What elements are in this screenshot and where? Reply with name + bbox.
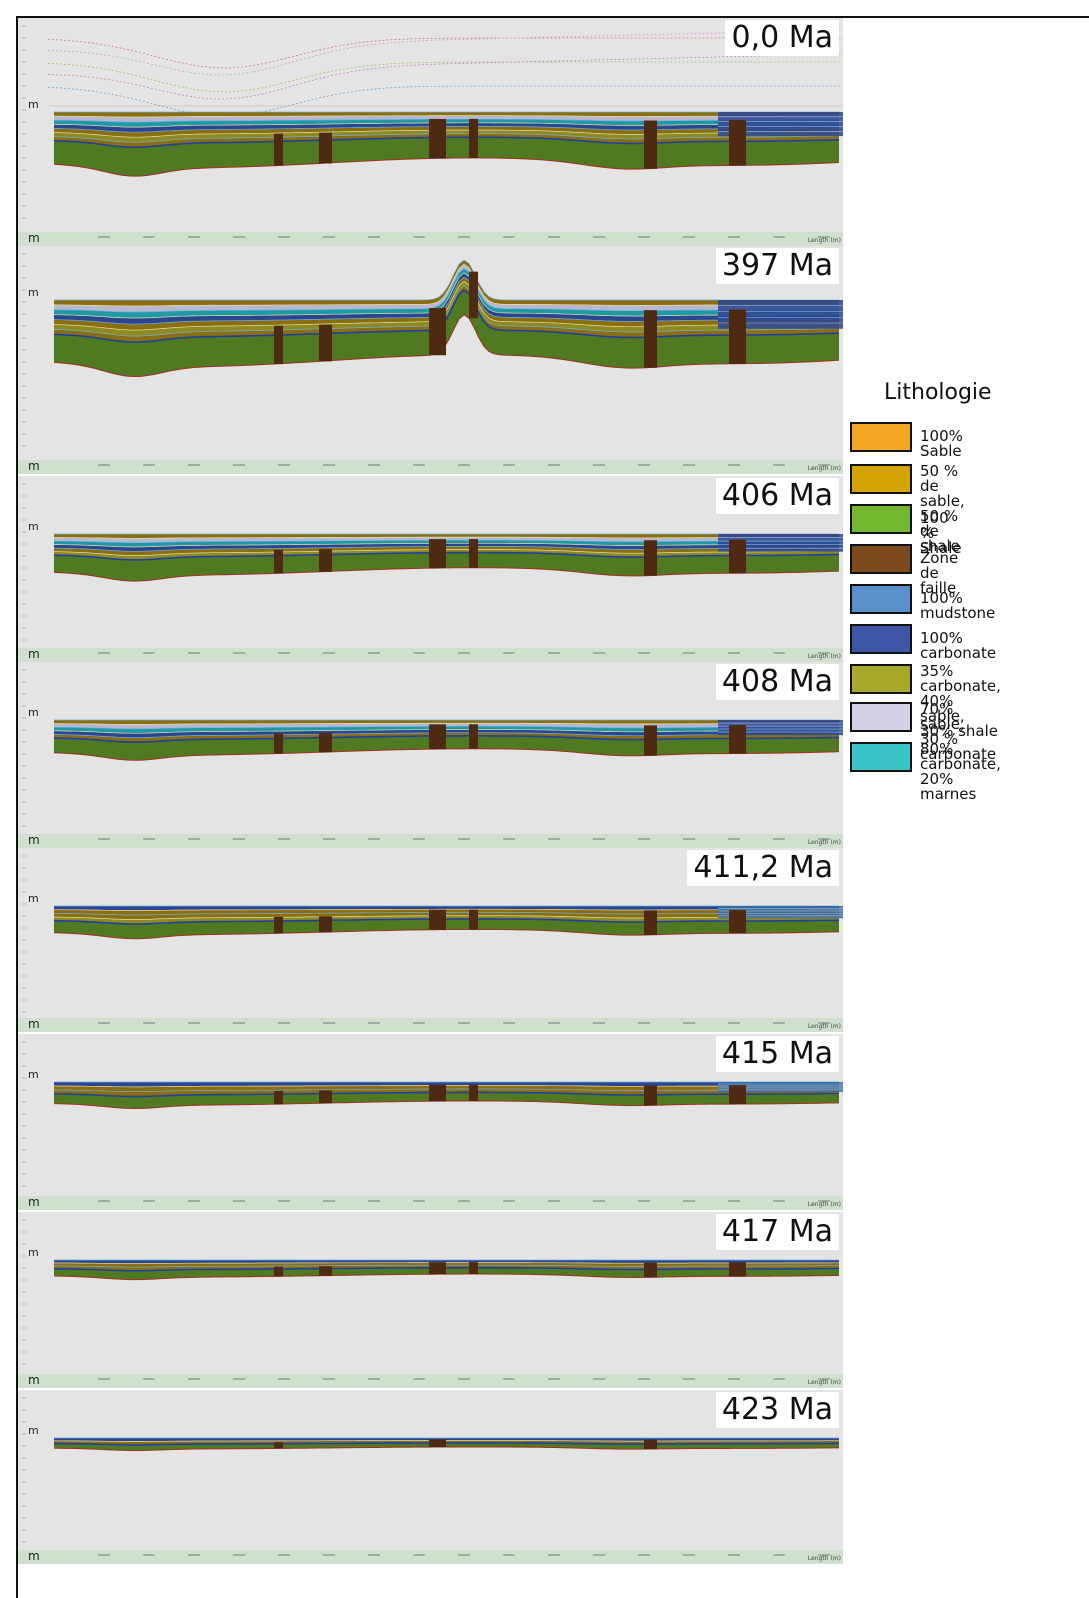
- depth-unit-label: m: [28, 286, 39, 299]
- length-axis-title: Length (m): [807, 1379, 841, 1386]
- length-unit-label: m: [28, 1549, 40, 1563]
- length-axis-title: Length (m): [807, 653, 841, 660]
- cross-section-panel: 411,2 Ma m: [18, 848, 843, 1018]
- length-unit-label: m: [28, 231, 40, 245]
- legend-title: Lithologie: [884, 380, 992, 405]
- length-axis: m Length (m): [18, 1549, 843, 1564]
- legend-label: 100 % Shale: [920, 509, 962, 557]
- depth-unit-label: m: [28, 1246, 39, 1259]
- section-graphic: [22, 1397, 840, 1543]
- section-graphic: [22, 1219, 840, 1365]
- section-graphic: [22, 669, 843, 827]
- depth-unit-label: m: [28, 520, 39, 533]
- age-label: 417 Ma: [715, 1214, 839, 1250]
- age-label: 411,2 Ma: [687, 850, 839, 886]
- length-unit-label: m: [28, 647, 40, 661]
- figure-frame: [16, 16, 1089, 1598]
- legend-swatch: [850, 504, 912, 534]
- legend-swatch: [850, 422, 912, 452]
- length-axis-title: Length (m): [807, 237, 841, 244]
- legend-label: Zone de faille: [920, 549, 959, 597]
- cross-section-panel: 415 Ma m: [18, 1034, 843, 1196]
- legend-swatch: [850, 624, 912, 654]
- length-axis-title: Length (m): [807, 1201, 841, 1208]
- depth-unit-label: m: [28, 98, 39, 111]
- age-label: 415 Ma: [715, 1036, 839, 1072]
- legend-swatch: [850, 742, 912, 772]
- cross-section-panel: 406 Ma m: [18, 476, 843, 648]
- length-axis: m Length (m): [18, 1373, 843, 1388]
- length-unit-label: m: [28, 833, 40, 847]
- depth-unit-label: m: [28, 892, 39, 905]
- cross-section-panel: 417 Ma m: [18, 1212, 843, 1374]
- legend-swatch: [850, 464, 912, 494]
- legend-label: 70% sable, 30 % carbonate: [920, 700, 997, 763]
- cross-section-panel: 397 Ma m: [18, 246, 843, 460]
- length-axis: m Length (m): [18, 231, 843, 246]
- section-graphic: [22, 253, 843, 447]
- section-graphic: [22, 1041, 843, 1187]
- legend-label: 100% mudstone: [920, 589, 996, 622]
- length-axis-title: Length (m): [807, 465, 841, 472]
- length-axis: m Length (m): [18, 459, 843, 474]
- length-axis-title: Length (m): [807, 1023, 841, 1030]
- legend-label: 35% carbonate, 40% sable, 30% shale: [920, 662, 1001, 740]
- depth-unit-label: m: [28, 706, 39, 719]
- legend-swatch: [850, 544, 912, 574]
- length-axis: m Length (m): [18, 1195, 843, 1210]
- section-graphic: [22, 855, 843, 1013]
- legend-swatch: [850, 664, 912, 694]
- legend-label: 50 % de sable, 50 % de shale: [920, 462, 965, 555]
- length-unit-label: m: [28, 1017, 40, 1031]
- length-axis-title: Length (m): [807, 839, 841, 846]
- length-unit-label: m: [28, 1195, 40, 1209]
- legend-swatch: [850, 584, 912, 614]
- legend-label: 100% Sable: [920, 427, 963, 460]
- age-label: 0,0 Ma: [725, 20, 839, 56]
- age-label: 423 Ma: [715, 1392, 839, 1428]
- length-axis: m Length (m): [18, 1017, 843, 1032]
- cross-section-panel: 408 Ma m: [18, 662, 843, 834]
- cross-section-panel: 423 Ma m: [18, 1390, 843, 1550]
- legend-label: 100% carbonate: [920, 629, 997, 662]
- age-label: 397 Ma: [715, 248, 839, 284]
- legend-label: 80% carbonate, 20% marnes: [920, 740, 1001, 803]
- length-unit-label: m: [28, 459, 40, 473]
- legend-swatch: [850, 702, 912, 732]
- age-label: 406 Ma: [715, 478, 839, 514]
- cross-section-panel: 0,0 Ma m: [18, 18, 843, 232]
- age-label: 408 Ma: [715, 664, 839, 700]
- section-graphic: [22, 25, 843, 219]
- length-axis: m Length (m): [18, 647, 843, 662]
- depth-unit-label: m: [28, 1068, 39, 1081]
- length-axis-title: Length (m): [807, 1555, 841, 1562]
- section-graphic: [22, 483, 843, 641]
- length-unit-label: m: [28, 1373, 40, 1387]
- depth-unit-label: m: [28, 1424, 39, 1437]
- length-axis: m Length (m): [18, 833, 843, 848]
